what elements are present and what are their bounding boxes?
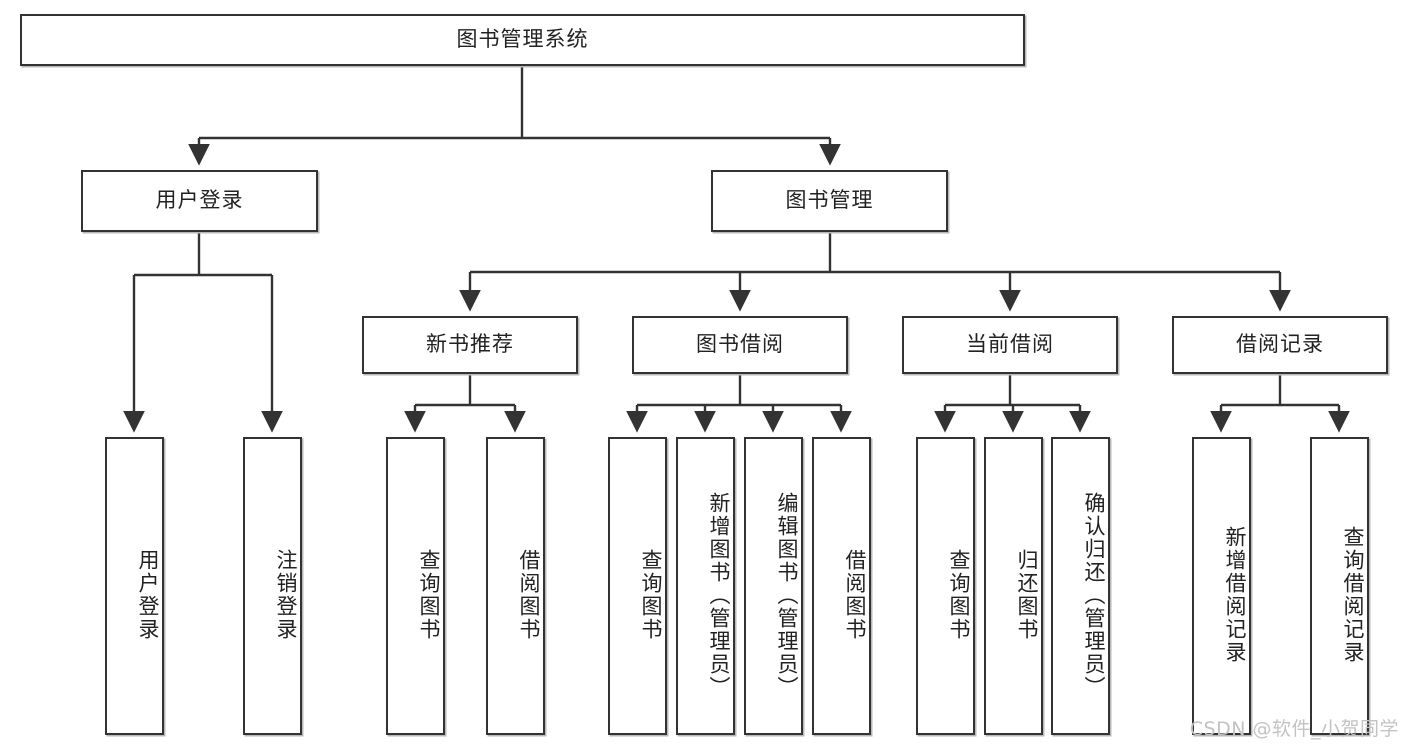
leaf-return-book-label: 归还图书	[1015, 549, 1039, 641]
leaf-query-borrow-record[interactable]: 查询借阅记录	[1310, 437, 1369, 735]
leaf-query-book-borrow[interactable]: 查询图书	[608, 437, 667, 735]
leaf-add-borrow-record-label: 新增借阅记录	[1223, 526, 1247, 664]
node-root[interactable]: 图书管理系统	[20, 14, 1025, 66]
leaf-edit-book-admin-label: 编辑图书（管理员）	[775, 491, 799, 699]
leaf-borrow-book-rec[interactable]: 借阅图书	[486, 437, 545, 735]
node-borrow-record-label: 借阅记录	[1236, 332, 1324, 357]
node-current-borrow[interactable]: 当前借阅	[902, 316, 1118, 374]
leaf-confirm-return-admin-label: 确认归还（管理员）	[1082, 491, 1106, 699]
node-book-management-label: 图书管理	[785, 188, 874, 213]
node-current-borrow-label: 当前借阅	[966, 332, 1054, 357]
leaf-edit-book-admin[interactable]: 编辑图书（管理员）	[744, 437, 803, 735]
node-new-book-recommend-label: 新书推荐	[426, 332, 514, 357]
leaf-user-login-label: 用户登录	[136, 549, 160, 641]
leaf-return-book[interactable]: 归还图书	[984, 437, 1043, 735]
node-user-login[interactable]: 用户登录	[81, 170, 318, 232]
leaf-query-book-borrow-label: 查询图书	[639, 549, 663, 641]
leaf-add-book-admin-label: 新增图书（管理员）	[707, 491, 731, 699]
node-root-label: 图书管理系统	[456, 27, 589, 52]
leaf-logout[interactable]: 注销登录	[243, 437, 302, 735]
leaf-query-book-rec-label: 查询图书	[417, 549, 441, 641]
leaf-borrow-book-label: 借阅图书	[843, 549, 867, 641]
leaf-add-book-admin[interactable]: 新增图书（管理员）	[676, 437, 735, 735]
node-book-borrow-label: 图书借阅	[696, 332, 784, 357]
leaf-add-borrow-record[interactable]: 新增借阅记录	[1192, 437, 1251, 735]
leaf-query-borrow-record-label: 查询借阅记录	[1341, 526, 1365, 664]
leaf-query-book-current[interactable]: 查询图书	[916, 437, 975, 735]
node-borrow-record[interactable]: 借阅记录	[1172, 316, 1388, 374]
leaf-borrow-book-rec-label: 借阅图书	[517, 549, 541, 641]
leaf-borrow-book[interactable]: 借阅图书	[812, 437, 871, 735]
leaf-query-book-current-label: 查询图书	[947, 549, 971, 641]
node-book-management[interactable]: 图书管理	[711, 170, 948, 232]
node-book-borrow[interactable]: 图书借阅	[632, 316, 848, 374]
node-new-book-recommend[interactable]: 新书推荐	[362, 316, 578, 374]
leaf-confirm-return-admin[interactable]: 确认归还（管理员）	[1051, 437, 1110, 735]
leaf-query-book-rec[interactable]: 查询图书	[386, 437, 445, 735]
node-user-login-label: 用户登录	[155, 188, 244, 213]
leaf-user-login[interactable]: 用户登录	[105, 437, 164, 735]
leaf-logout-label: 注销登录	[274, 549, 298, 641]
